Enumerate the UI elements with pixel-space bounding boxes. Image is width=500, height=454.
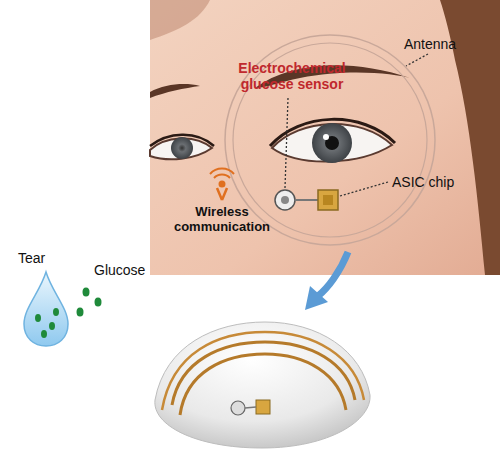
- leader-line: [406, 54, 428, 66]
- part-label: Tear: [18, 250, 45, 266]
- glucose-sensor: [275, 190, 295, 210]
- part-label: Wireless communication: [168, 205, 276, 235]
- antenna-ring: [225, 35, 435, 245]
- asic-chip: [318, 190, 338, 210]
- wireless-icon: [210, 169, 234, 200]
- part-label: Glucose: [94, 262, 145, 278]
- contact-lens: [155, 322, 370, 448]
- leader-line: [340, 182, 388, 196]
- leader-line: [285, 98, 288, 188]
- tear-drop: [24, 272, 68, 346]
- zoom-arrow: [318, 252, 348, 296]
- glucose-dots: [35, 288, 102, 339]
- part-label: Electrochemical glucose sensor: [228, 60, 356, 92]
- part-label: ASIC chip: [392, 174, 454, 190]
- face-photo: [150, 0, 500, 275]
- part-label: Antenna: [404, 36, 456, 52]
